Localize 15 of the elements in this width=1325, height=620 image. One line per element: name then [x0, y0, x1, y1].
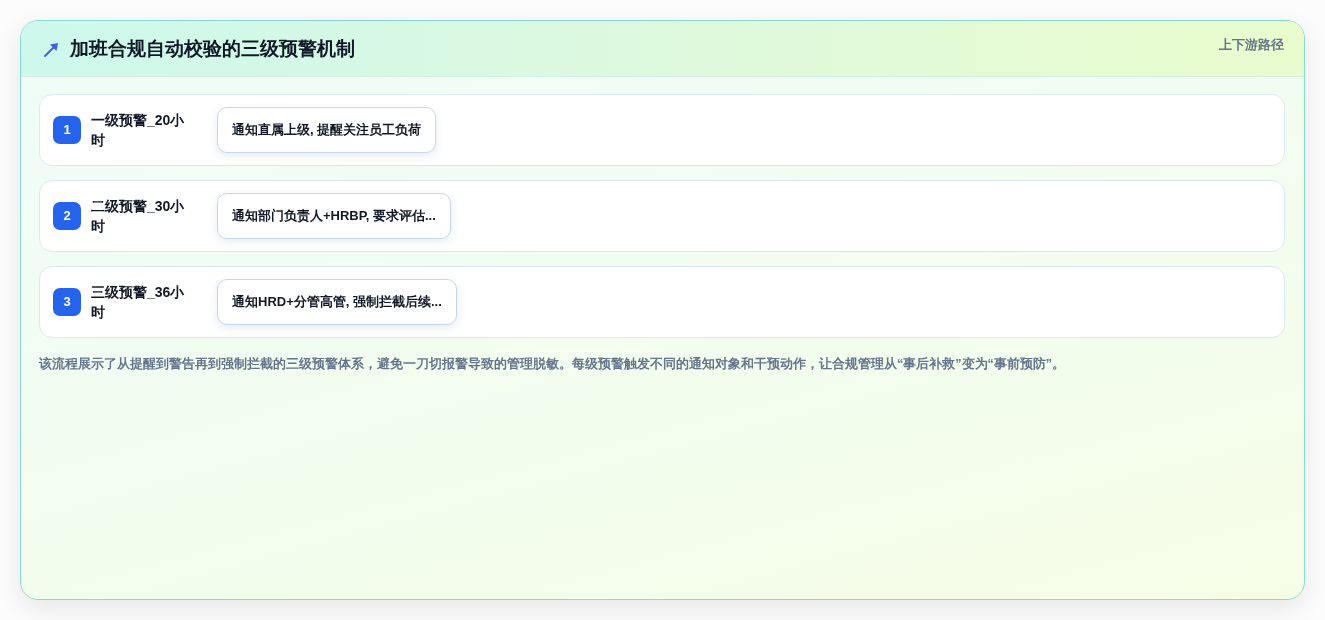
alert-row: [39, 94, 1285, 166]
action-box: 通知部门负责人+HRBP, 要求评估...: [217, 193, 451, 239]
level-label: 二级预警_30小时: [91, 197, 186, 236]
card-title: 加班合规自动校验的三级预警机制: [70, 37, 355, 61]
caption-text: 该流程展示了从提醒到警告再到强制拦截的三级预警体系，避免一刀切报警导致的管理脱敏。每级预警触发不同的通知对象和干预动作，让合规管理从“事后补救”变为“事前预防”。: [39, 356, 1065, 373]
number-badge: 1: [53, 116, 81, 144]
alert-row: [39, 266, 1285, 338]
level-label: 一级预警_20小时: [91, 111, 186, 150]
action-box: 通知直属上级, 提醒关注员工负荷: [217, 107, 437, 153]
number-badge: 2: [53, 202, 81, 230]
number-badge: 3: [53, 288, 81, 316]
header-label: 上下游路径: [1219, 36, 1284, 54]
action-box: 通知HRD+分管高管, 强制拦截后续...: [217, 279, 457, 325]
alert-row: [39, 180, 1285, 252]
level-label: 三级预警_36小时: [91, 283, 186, 322]
